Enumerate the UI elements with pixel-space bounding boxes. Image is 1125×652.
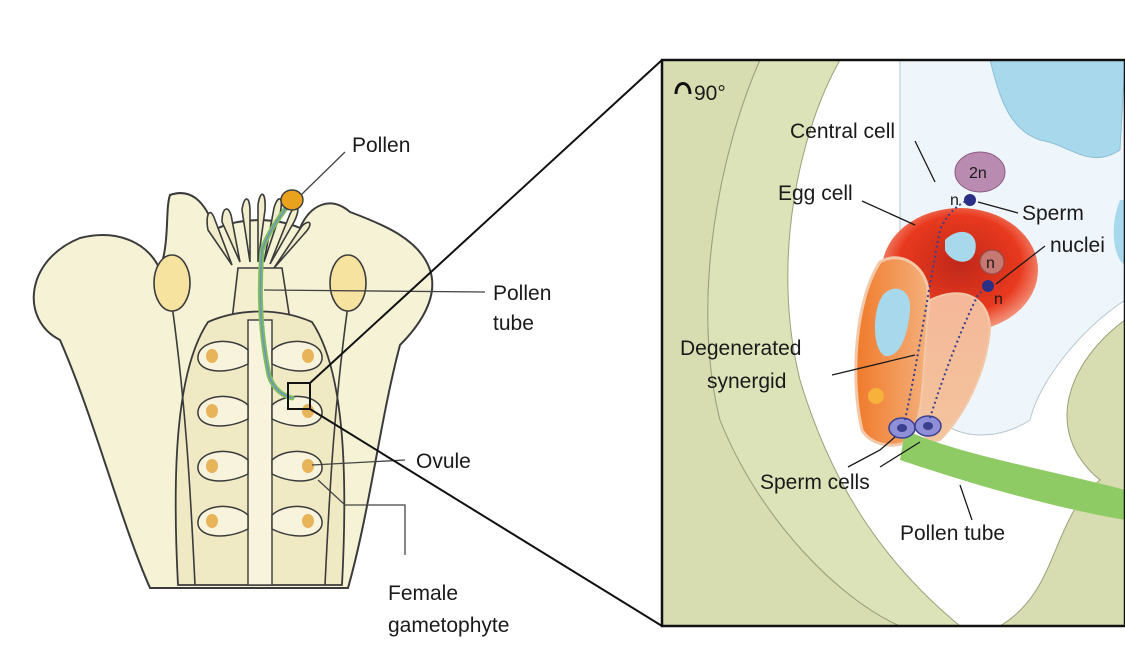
anther-right [330,255,366,311]
sperm-nucleus-upper [964,194,976,206]
nucleus-label-egg: n [986,255,995,272]
label-pollen-tube-zoom: Pollen tube [900,522,1005,545]
label-degenerated-2: synergid [707,370,786,393]
label-sperm-nuclei-1: Sperm [1022,202,1084,225]
label-ovule: Ovule [416,450,471,473]
sperm-nucleus-lower [982,280,994,292]
label-female-2: gametophyte [388,614,509,637]
label-degenerated-1: Degenerated [680,337,801,360]
nucleus-label-sperm-lower: n [994,291,1003,308]
label-sperm-nuclei-2: nuclei [1050,234,1105,257]
label-sperm-cells: Sperm cells [760,471,870,494]
nucleus-label-2n: 2n [969,165,987,182]
rotation-label: 90° [694,82,726,105]
label-egg-cell: Egg cell [778,182,853,205]
synergid-nucleus [868,388,884,404]
label-female-1: Female [388,582,458,605]
label-pollen-tube-1: Pollen [493,282,551,305]
label-pollen: Pollen [352,134,410,157]
pollen-grain [281,190,303,210]
anther-left [154,255,190,311]
sperm-cell-left-nucleus [897,424,907,432]
label-central-cell: Central cell [790,120,895,143]
nucleus-label-sperm-upper: n [950,192,959,209]
label-pollen-tube-2: tube [493,312,534,335]
flower-illustration [34,190,433,588]
sperm-cell-right-nucleus [923,422,933,430]
